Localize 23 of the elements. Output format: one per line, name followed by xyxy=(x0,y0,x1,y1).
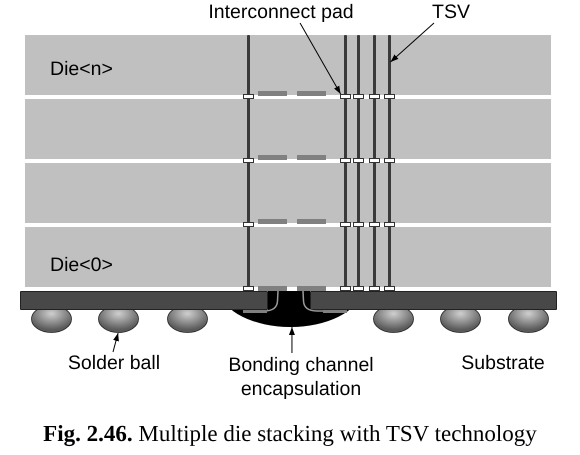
substrate-bar xyxy=(310,291,557,310)
callout-label: Bonding channel encapsulation xyxy=(223,353,379,401)
tsv-line xyxy=(246,35,250,287)
interconnect-pad xyxy=(340,94,350,99)
die-layer xyxy=(25,163,551,223)
die-label: Die<0> xyxy=(50,254,113,276)
leader-arrow xyxy=(112,332,119,352)
die-layer xyxy=(25,99,551,159)
callout-label: Solder ball xyxy=(64,352,164,374)
tsv-line xyxy=(344,35,346,287)
part-label: Substrate xyxy=(460,352,546,374)
leader-arrow xyxy=(288,326,295,354)
leader-arrow xyxy=(390,22,434,62)
callout-label: TSV xyxy=(430,1,472,23)
callout-label: Interconnect pad xyxy=(206,1,356,23)
figure-caption: Fig. 2.46. Multiple die stacking with TSV technology xyxy=(42,420,538,448)
tsv-line xyxy=(372,35,376,287)
die-label: Die<n> xyxy=(50,58,113,80)
substrate-bar xyxy=(20,291,268,310)
die-layer xyxy=(25,35,551,95)
die-layer xyxy=(25,227,551,287)
tsv-line xyxy=(356,35,360,287)
tsv-line xyxy=(388,35,390,287)
